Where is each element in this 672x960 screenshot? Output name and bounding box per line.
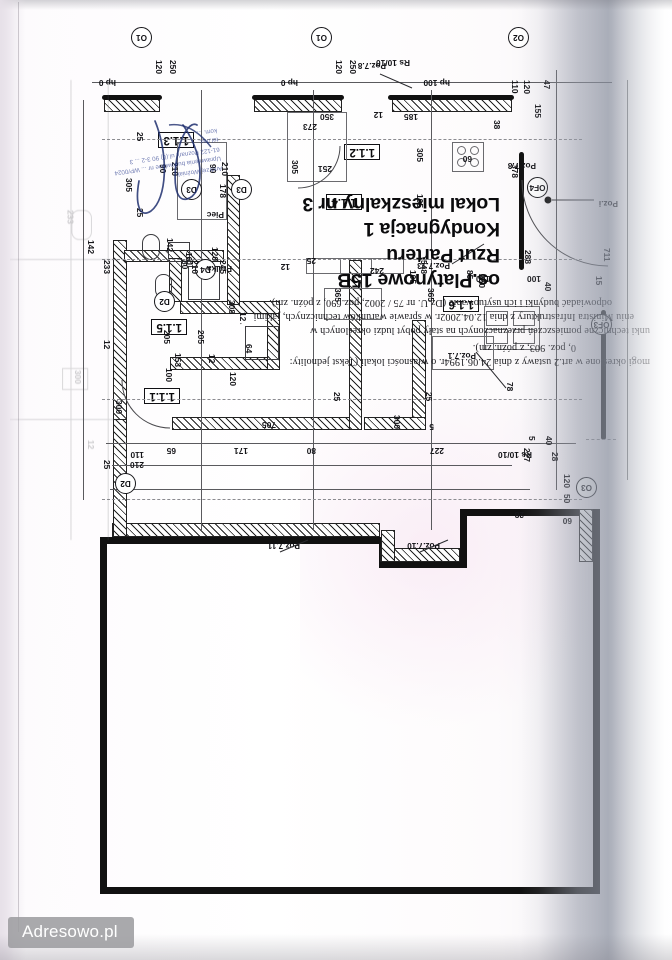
title-drawing-type: Rzut Parteru — [386, 243, 500, 266]
door-swing-arc-2 — [121, 379, 171, 429]
door-swing-arc-3 — [297, 145, 341, 189]
title-unit: Lokal mieszkalny nr 3 — [302, 192, 500, 215]
legal-line-2: 0, poz. 903, z późn. zm). — [472, 342, 576, 353]
legal-stray-mark: . — [239, 321, 242, 331]
legal-line-5: odpowiadać budynki i ich usytuowanie (Dz… — [269, 297, 612, 308]
legal-line-4: eniu Ministra Infrastruktury z dnia 12.0… — [253, 311, 634, 322]
page-bleed-through: 300 233 12 — [8, 70, 120, 540]
title-storey: Kondygnacja 1 — [363, 218, 500, 241]
scan-left-edge-line — [18, 2, 19, 932]
legal-line-1: mogi określone w art.2 ustawy z dnia 24.… — [289, 356, 650, 367]
title-address: os.Platynowe 15B — [337, 269, 500, 291]
legal-line-3: unki techniczne pomieszczeń przeznaczony… — [309, 325, 650, 336]
adresowo-watermark: Adresowo.pl — [8, 917, 134, 948]
drawing-title-block: os.Platynowe 15B Rzut Parteru Kondygnacj… — [303, 191, 500, 292]
